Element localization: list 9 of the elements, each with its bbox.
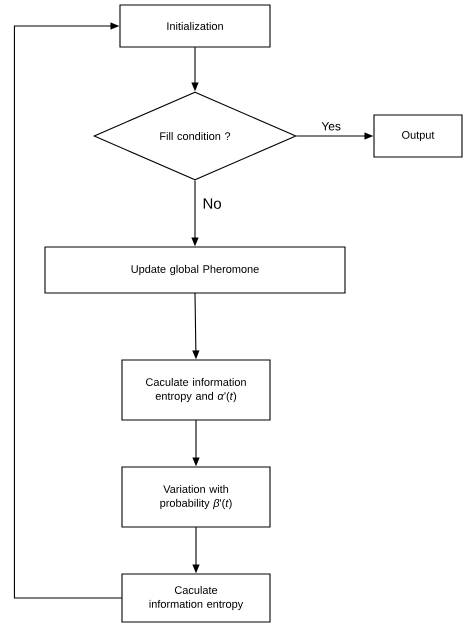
- arrow: [14, 22, 122, 599]
- process-box: Initialization: [119, 4, 271, 48]
- process-box: Variation with probability β'(t): [121, 466, 271, 528]
- edge-label: No: [204, 198, 221, 209]
- process-box: Caculate information entropy: [121, 573, 271, 623]
- process-box: Update global Pheromone: [44, 246, 346, 294]
- process-box: Caculate information entropy and α'(t): [121, 359, 271, 421]
- process-box: Output: [373, 114, 463, 158]
- edge-label: Yes: [322, 122, 340, 130]
